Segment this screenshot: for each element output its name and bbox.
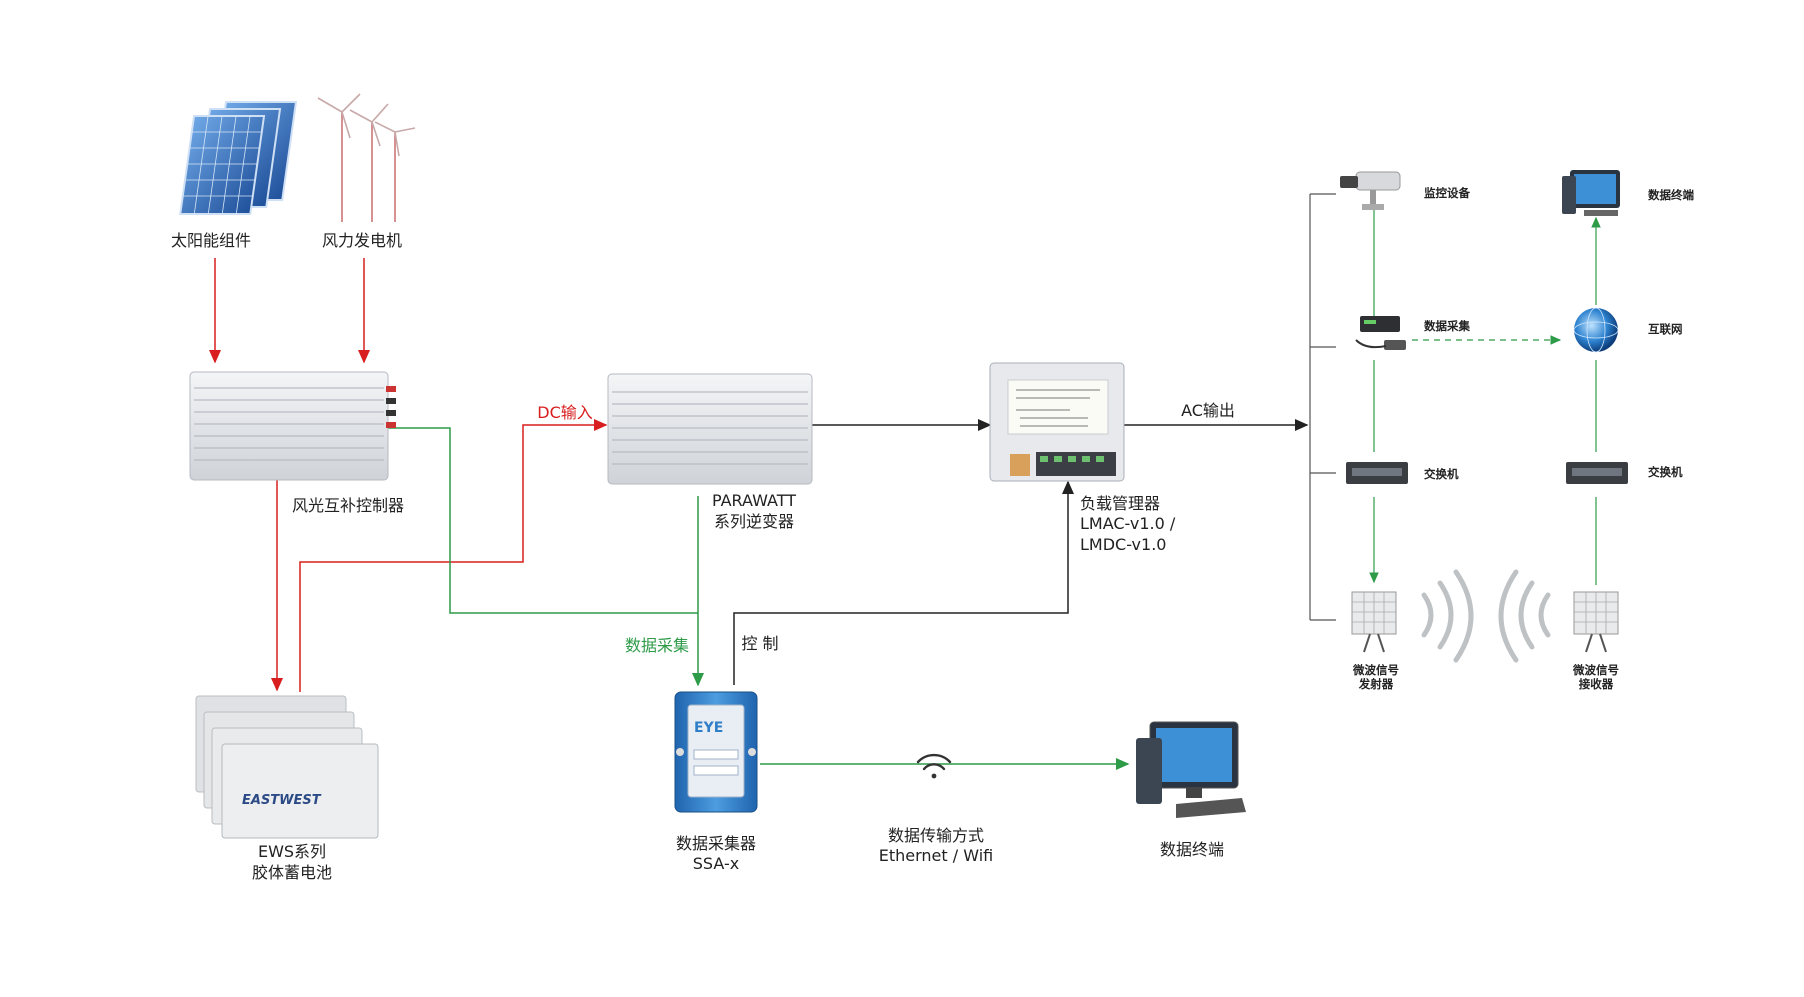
load-manager-device <box>989 362 1125 482</box>
microwave-tx-icon <box>1351 591 1397 653</box>
inverter-label-2: 系列逆变器 <box>714 512 794 531</box>
microwave-rx-label-1: 微波信号 <box>1572 663 1619 677</box>
transmission-label-1: 数据传输方式 <box>888 826 984 845</box>
internet-label: 互联网 <box>1648 322 1683 336</box>
controller-label: 风光互补控制器 <box>292 496 404 515</box>
power-lines <box>209 258 608 692</box>
data-collection-label: 数据采集 <box>625 636 689 655</box>
terminal-label: 数据终端 <box>1160 840 1224 859</box>
battery-label-1: EWS系列 <box>258 842 326 861</box>
camera-icon <box>1340 171 1401 210</box>
load-manager-label-2: LMAC-v1.0 / <box>1080 514 1176 533</box>
switch-left-label: 交换机 <box>1424 467 1459 481</box>
battery-label-2: 胶体蓄电池 <box>252 863 332 882</box>
solar-label: 太阳能组件 <box>171 231 251 250</box>
inverter-device <box>607 373 813 485</box>
wind-label: 风力发电机 <box>322 231 402 250</box>
transmission-label-2: Ethernet / Wifi <box>879 846 993 865</box>
microwave-tx-label-1: 微波信号 <box>1352 663 1399 677</box>
switch-icon-right <box>1566 462 1628 484</box>
load-manager-label-1: 负载管理器 <box>1080 494 1160 513</box>
battery-device: EASTWEST <box>195 695 379 839</box>
control-label: 控 制 <box>741 634 778 653</box>
microwave-rx-label-2: 接收器 <box>1579 677 1614 691</box>
data-collector-device: EYE <box>674 691 758 813</box>
collector-brand: EYE <box>694 720 723 736</box>
data-logger-icon <box>1355 316 1406 350</box>
switch-icon-left <box>1346 462 1408 484</box>
collector-label-2: SSA-x <box>693 854 739 873</box>
switch-right-label: 交换机 <box>1648 465 1683 479</box>
solar-panel-icon <box>179 101 298 215</box>
data-lines <box>388 427 1130 770</box>
monitoring-label: 监控设备 <box>1424 186 1470 200</box>
wind-turbine-icon <box>317 93 416 222</box>
wireless-wave-icon <box>1421 569 1551 663</box>
wifi-icon <box>916 753 952 779</box>
computer-icon-small <box>1562 170 1620 216</box>
battery-brand: EASTWEST <box>242 793 322 808</box>
microwave-rx-icon <box>1573 591 1619 653</box>
collector-label-1: 数据采集器 <box>676 834 756 853</box>
controller-device <box>189 371 396 481</box>
dc-input-label: DC输入 <box>537 403 593 422</box>
network-links <box>1369 210 1601 585</box>
right-terminal-label: 数据终端 <box>1648 188 1694 202</box>
load-manager-label-3: LMDC-v1.0 <box>1080 535 1166 554</box>
network-bracket <box>1309 193 1336 621</box>
inverter-label-1: PARAWATT <box>712 491 796 510</box>
ac-output-label: AC输出 <box>1181 401 1235 420</box>
globe-icon <box>1573 307 1619 353</box>
microwave-tx-label-2: 发射器 <box>1358 677 1394 691</box>
right-collection-label: 数据采集 <box>1424 319 1470 333</box>
computer-icon <box>1136 721 1246 818</box>
signal-lines <box>733 419 1309 685</box>
